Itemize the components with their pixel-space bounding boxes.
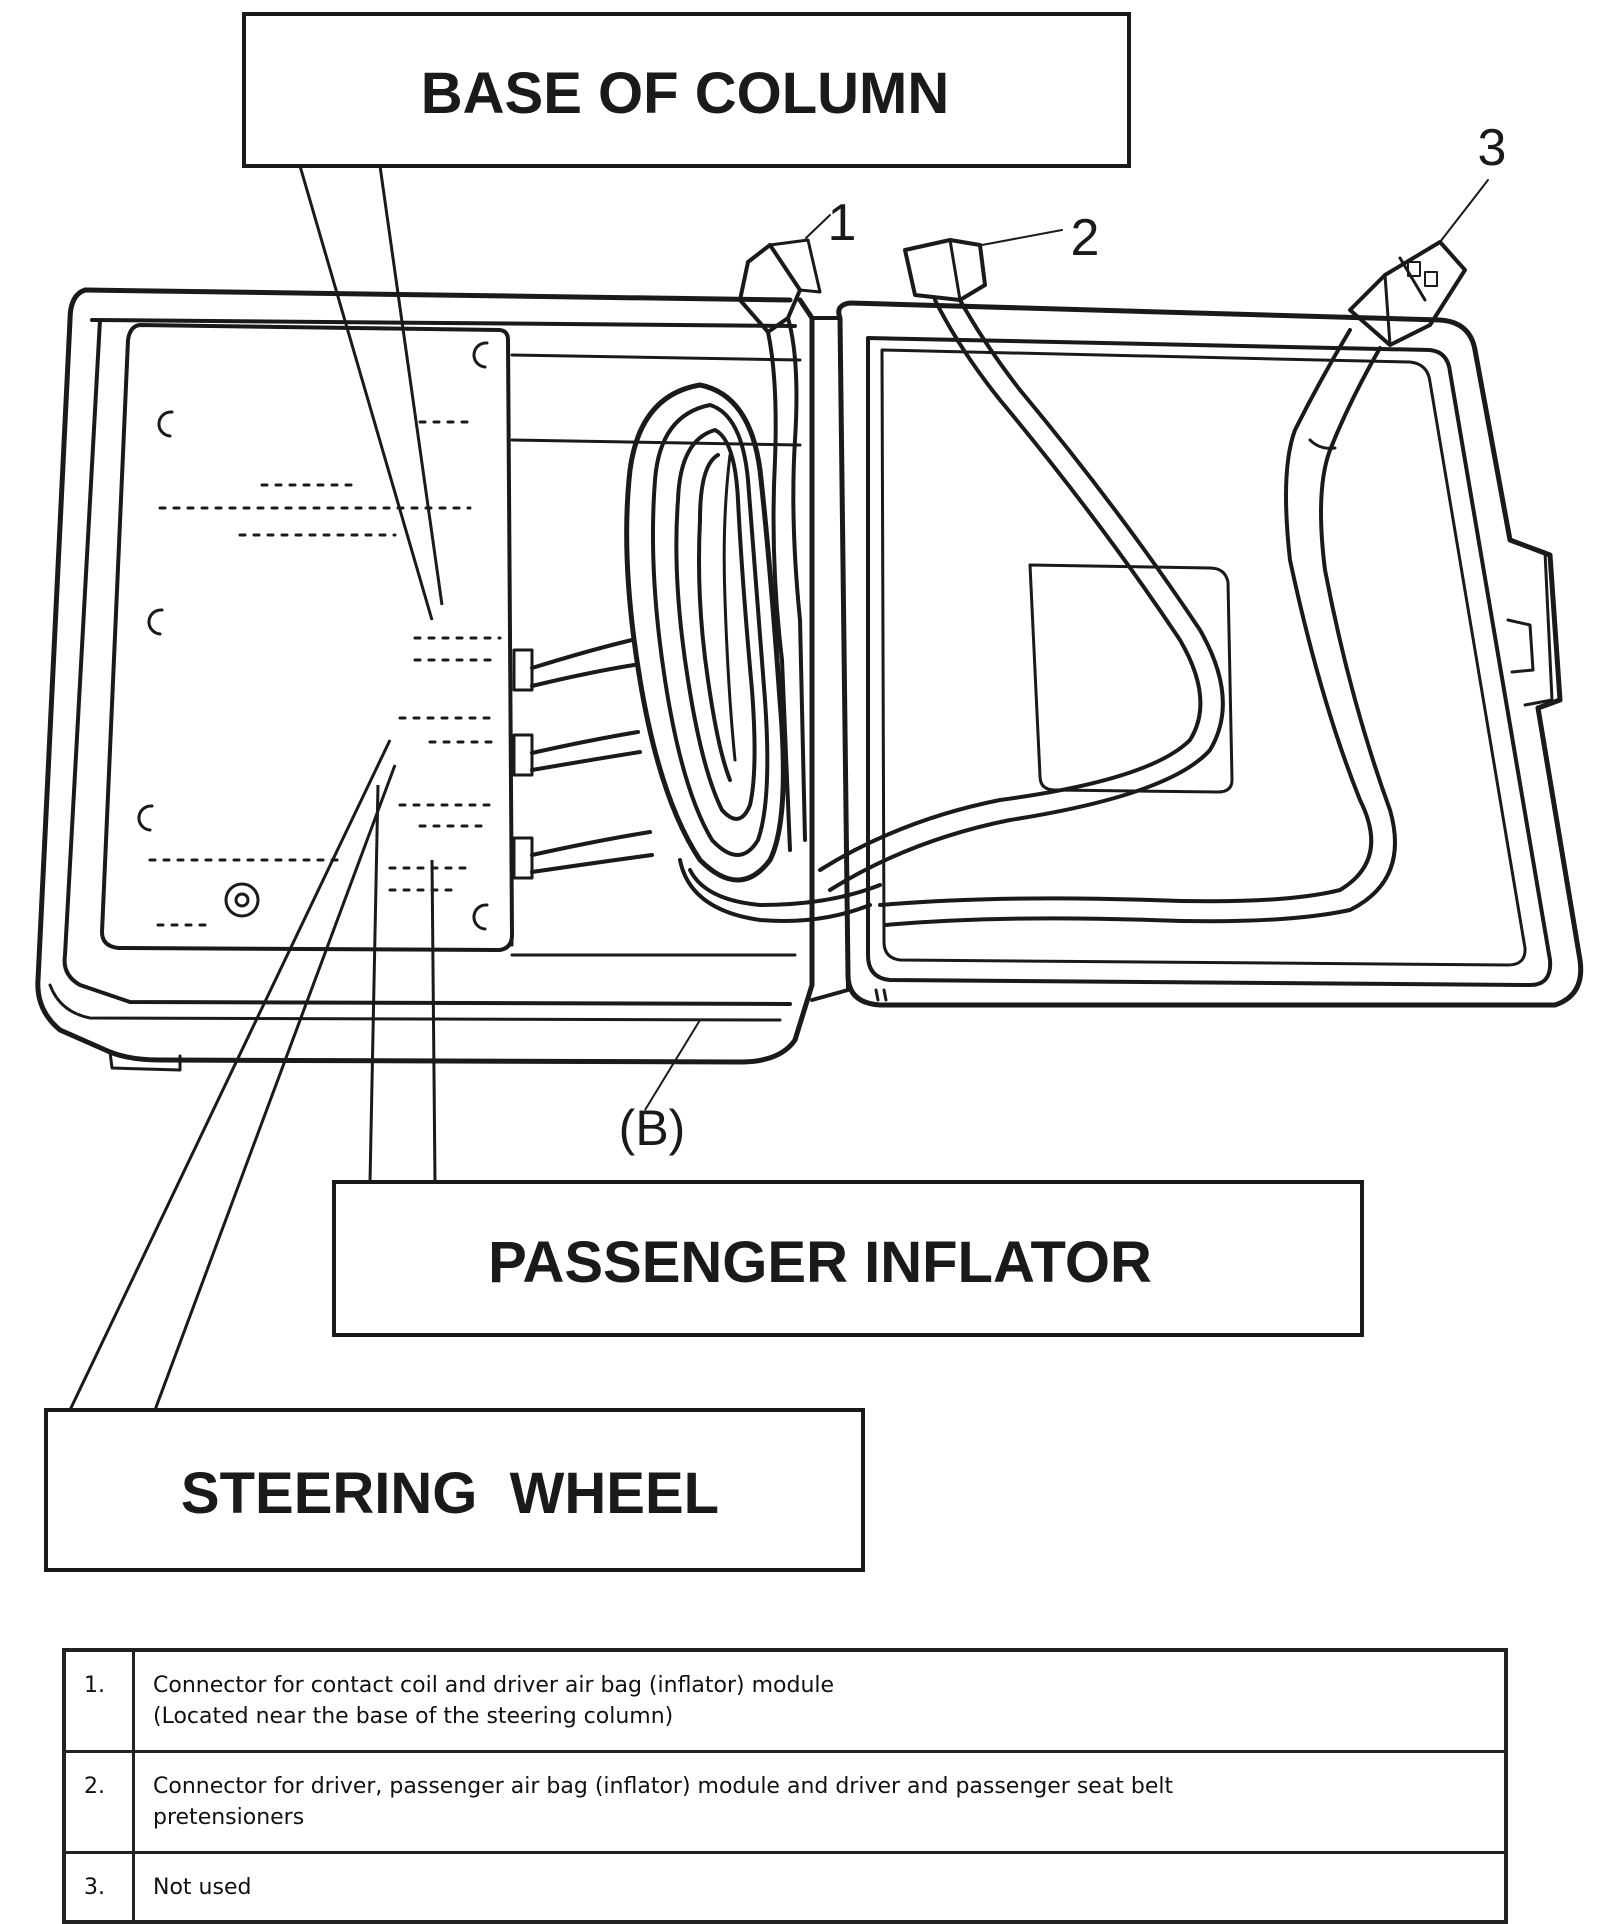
connector-2 <box>818 229 1225 892</box>
legend-row: 2. Connector for driver, passenger air b… <box>62 1750 1508 1854</box>
legend-row-description: Connector for driver, passenger air bag … <box>132 1750 1508 1854</box>
legend-row-description: Connector for contact coil and driver ai… <box>132 1648 1508 1753</box>
legend-desc-line: Connector for driver, passenger air bag … <box>153 1774 1174 1799</box>
connector-2-number: 2 <box>1071 209 1100 267</box>
callout-passenger-inflator: PASSENGER INFLATOR <box>332 784 1364 1337</box>
legend-table: 1. Connector for contact coil and driver… <box>62 1648 1508 1924</box>
b-pointer-line <box>644 1019 701 1111</box>
legend-row-number: 1. <box>62 1648 135 1753</box>
steering-wheel-label: STEERING WHEEL <box>181 1461 719 1526</box>
callout-base-of-column: BASE OF COLUMN <box>242 12 1131 621</box>
connector-case-diagram: BASE OF COLUMN PASSENGER INFLATOR STEERI… <box>35 12 1584 1572</box>
connector-3 <box>878 179 1489 927</box>
connector-1-number: 1 <box>828 194 857 252</box>
connector-1 <box>738 214 831 852</box>
legend-row-description: Not used <box>132 1851 1508 1924</box>
passenger-inflator-label: PASSENGER INFLATOR <box>488 1230 1152 1295</box>
base-of-column-label: BASE OF COLUMN <box>421 61 949 126</box>
case-left-half <box>35 287 815 1072</box>
legend-row-number: 3. <box>62 1851 135 1924</box>
legend-row-number: 2. <box>62 1750 135 1854</box>
legend-desc-line: pretensioners <box>153 1805 305 1830</box>
legend-row: 1. Connector for contact coil and driver… <box>62 1648 1508 1753</box>
case-lid <box>810 300 1584 1008</box>
legend-desc-line: (Located near the base of the steering c… <box>153 1704 674 1729</box>
wire-harness-coil <box>530 382 882 923</box>
legend-row: 3. Not used <box>62 1851 1508 1924</box>
b-label: (B) <box>619 1100 686 1156</box>
legend-desc-line: Not used <box>153 1875 252 1900</box>
legend-desc-line: Connector for contact coil and driver ai… <box>153 1673 835 1698</box>
connector-3-number: 3 <box>1478 119 1507 177</box>
callout-steering-wheel: STEERING WHEEL <box>44 739 865 1572</box>
